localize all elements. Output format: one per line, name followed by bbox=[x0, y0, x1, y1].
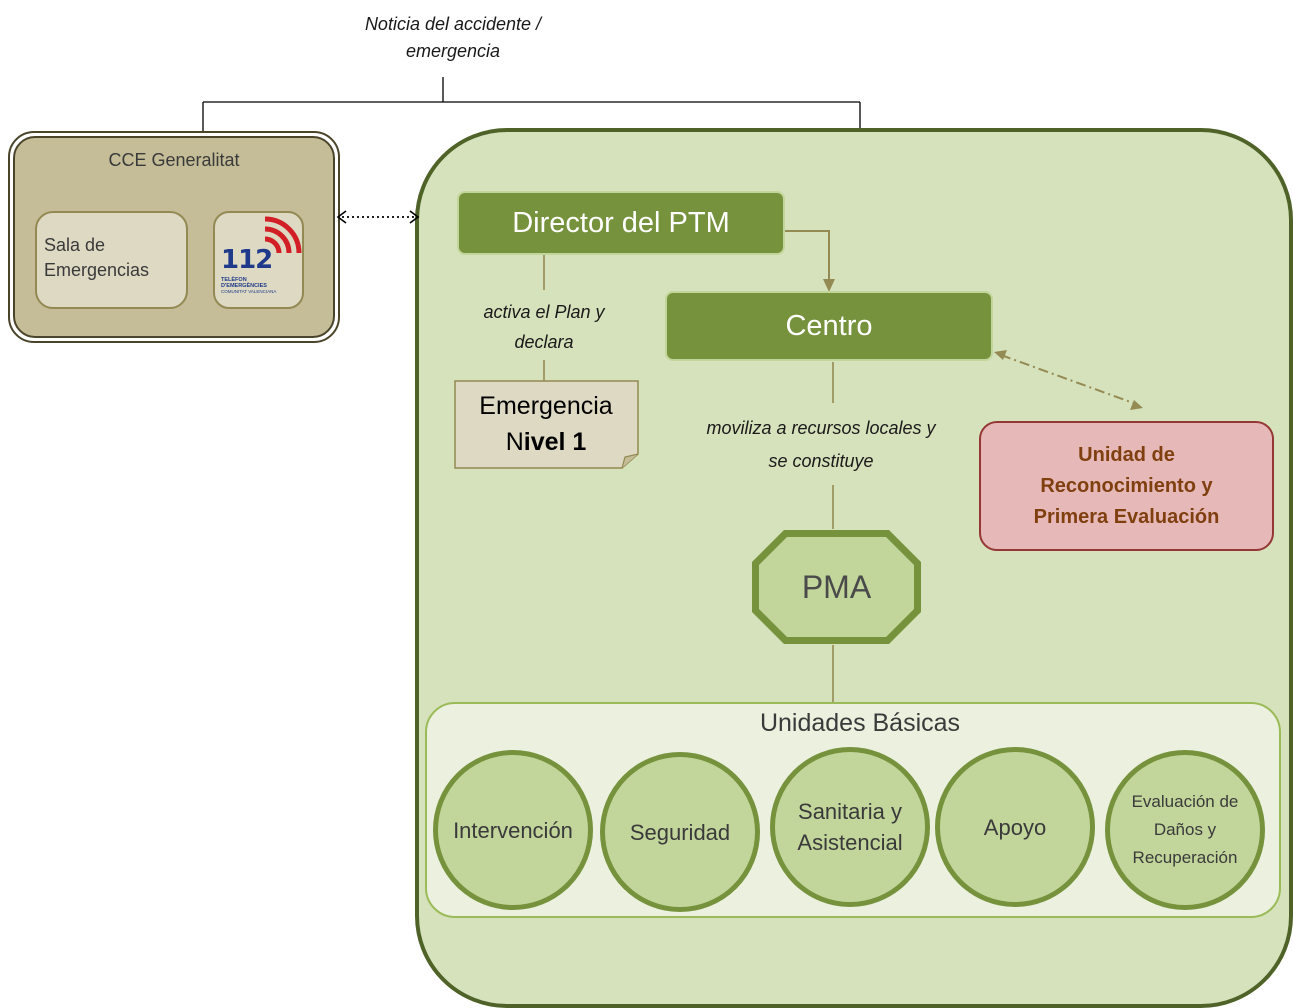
unit-label-line1: Sanitaria y bbox=[798, 799, 902, 824]
top-note-line1: Noticia del accidente / bbox=[364, 14, 542, 34]
unit-circle-intervencion: Intervención bbox=[433, 750, 593, 910]
top-note-line2: emergencia bbox=[405, 41, 501, 61]
director-ptm-box: Director del PTM bbox=[457, 191, 785, 255]
emergencia-line2-bold: ivel 1 bbox=[523, 428, 587, 456]
centro-box: Centro bbox=[665, 291, 993, 361]
activa-line2: declara bbox=[514, 332, 574, 352]
emergencia-line1: Emergencia bbox=[479, 392, 613, 420]
moviliza-line2-rest: constituye bbox=[792, 451, 874, 471]
director-ptm-label: Director del PTM bbox=[512, 206, 730, 239]
sala-line1: Sala de bbox=[44, 235, 106, 255]
unit-circle-apoyo: Apoyo bbox=[935, 747, 1095, 907]
pma-octagon bbox=[752, 530, 921, 644]
logo-112-box: 112 TELÈFON D'EMERGÈNCIES COMUNITAT VALE… bbox=[213, 211, 304, 309]
unit-label-line2: Daños y bbox=[1153, 820, 1217, 839]
unidad-reconocimiento-line2: Reconocimiento y bbox=[1040, 474, 1213, 497]
unit-label-line2: Asistencial bbox=[797, 830, 903, 855]
unit-circle-evaluacion-danos: Evaluación de Daños y Recuperación bbox=[1105, 750, 1265, 910]
unit-label-line1: Apoyo bbox=[983, 814, 1047, 840]
cce-title: CCE Generalitat bbox=[108, 149, 240, 170]
sala-line2: Emergencias bbox=[44, 260, 150, 280]
moviliza-line2-prefix: se bbox=[768, 451, 793, 471]
logo-text-line1: TELÈFON bbox=[221, 277, 247, 283]
emergencia-line2: Nivel 1 bbox=[506, 424, 587, 460]
emergencia-note-text: Emergencia Nivel 1 bbox=[454, 384, 638, 464]
unidad-reconocimiento-line3: Primera Evaluación bbox=[1033, 505, 1220, 528]
pma-label: PMA bbox=[801, 568, 872, 605]
logo-112-icon bbox=[264, 216, 302, 254]
connector-lines bbox=[202, 77, 861, 132]
unidad-reconocimiento-box: Unidad de Reconocimiento y Primera Evalu… bbox=[979, 421, 1274, 551]
top-note: Noticia del accidente / emergencia bbox=[300, 10, 606, 66]
unit-circle-seguridad: Seguridad bbox=[600, 752, 760, 912]
emergencia-note-shape bbox=[454, 380, 639, 469]
sala-emergencias-box: Sala de Emergencias bbox=[35, 211, 188, 309]
unidades-basicas-title: Unidades Básicas bbox=[759, 708, 961, 737]
activa-line1: activa el Plan y bbox=[483, 302, 605, 322]
moviliza-line2: se constituye bbox=[768, 445, 873, 478]
logo-112-text: TELÈFON D'EMERGÈNCIES COMUNITAT VALENCIA… bbox=[221, 277, 281, 295]
moviliza-line1: moviliza a recursos locales y bbox=[706, 418, 936, 438]
logo-text-line2: D'EMERGÈNCIES bbox=[221, 283, 267, 289]
cce-plan-link bbox=[336, 210, 420, 224]
unit-label-line1: Intervención bbox=[453, 817, 573, 843]
unit-label-line1: Seguridad bbox=[629, 819, 731, 845]
centro-label: Centro bbox=[785, 309, 873, 342]
moviliza-label: moviliza a recursos locales y se constit… bbox=[676, 408, 966, 482]
unit-circle-sanitaria-asistencial: Sanitaria y Asistencial bbox=[770, 747, 930, 907]
unit-label-line3: Recuperación bbox=[1132, 848, 1238, 867]
unit-label-line1: Evaluación de bbox=[1131, 792, 1239, 811]
logo-text-line3: COMUNITAT VALENCIANA bbox=[221, 289, 277, 294]
activa-label: activa el Plan y declara bbox=[444, 294, 644, 360]
unidad-reconocimiento-line1: Unidad de bbox=[1078, 443, 1175, 466]
logo-112-number: 112 bbox=[221, 245, 273, 275]
emergencia-line2-prefix: N bbox=[505, 428, 524, 456]
